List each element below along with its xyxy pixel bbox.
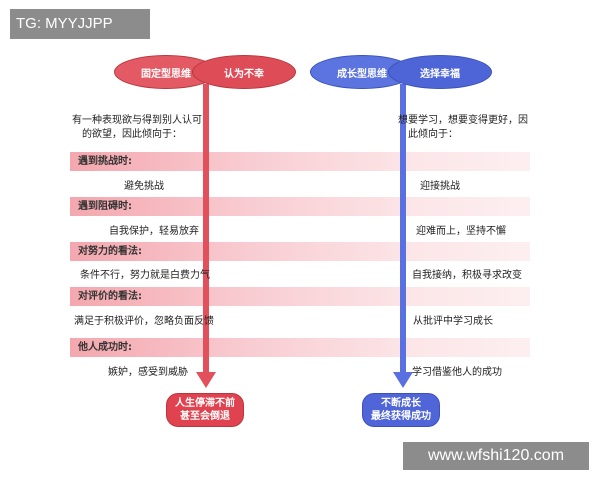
fixed-response: 避免挑战: [124, 181, 164, 192]
watermark-top: TG: MYYJJPP: [10, 9, 150, 39]
category-band-criticism: 对评价的看法:: [70, 287, 530, 306]
fixed-mindset-subtitle: 认为不幸: [192, 55, 296, 89]
growth-response: 迎接挑战: [420, 181, 460, 192]
category-label: 对评价的看法:: [78, 291, 142, 302]
fixed-response: 满足于积极评价，忽略负面反馈: [74, 316, 214, 327]
category-band-others-success: 他人成功时:: [70, 338, 530, 357]
category-band-challenge: 遇到挑战时:: [70, 152, 530, 171]
category-label: 遇到阻碍时:: [78, 201, 132, 212]
fixed-response: 嫉妒，感受到威胁: [108, 367, 188, 378]
watermark-bottom: www.wfshi120.com: [403, 442, 589, 470]
growth-response: 学习借鉴他人的成功: [412, 367, 502, 378]
growth-response: 自我接纳，积极寻求改变: [412, 270, 522, 281]
growth-response: 从批评中学习成长: [413, 316, 493, 327]
fixed-response: 自我保护，轻易放弃: [109, 226, 199, 237]
growth-response: 迎难而上，坚持不懈: [416, 226, 506, 237]
category-band-obstacle: 遇到阻碍时:: [70, 197, 530, 216]
growth-result: 不断成长 最终获得成功: [362, 393, 440, 427]
category-band-effort: 对努力的看法:: [70, 242, 530, 261]
fixed-result: 人生停滞不前 甚至会倒退: [166, 393, 244, 427]
fixed-response: 条件不行，努力就是白费力气: [80, 270, 210, 281]
category-label: 他人成功时:: [78, 342, 132, 353]
growth-arrow-head: [393, 372, 413, 388]
fixed-intro: 有一种表现欲与得到别人认可 的欲望，因此倾向于：: [72, 115, 202, 140]
growth-mindset-subtitle: 选择幸福: [388, 55, 492, 89]
fixed-arrow-shaft: [203, 84, 209, 374]
category-label: 对努力的看法:: [78, 246, 142, 257]
category-label: 遇到挑战时:: [78, 156, 132, 167]
fixed-arrow-head: [196, 372, 216, 388]
growth-intro: 想要学习，想要变得更好，因 此倾向于：: [398, 115, 528, 140]
growth-arrow-shaft: [400, 84, 406, 374]
